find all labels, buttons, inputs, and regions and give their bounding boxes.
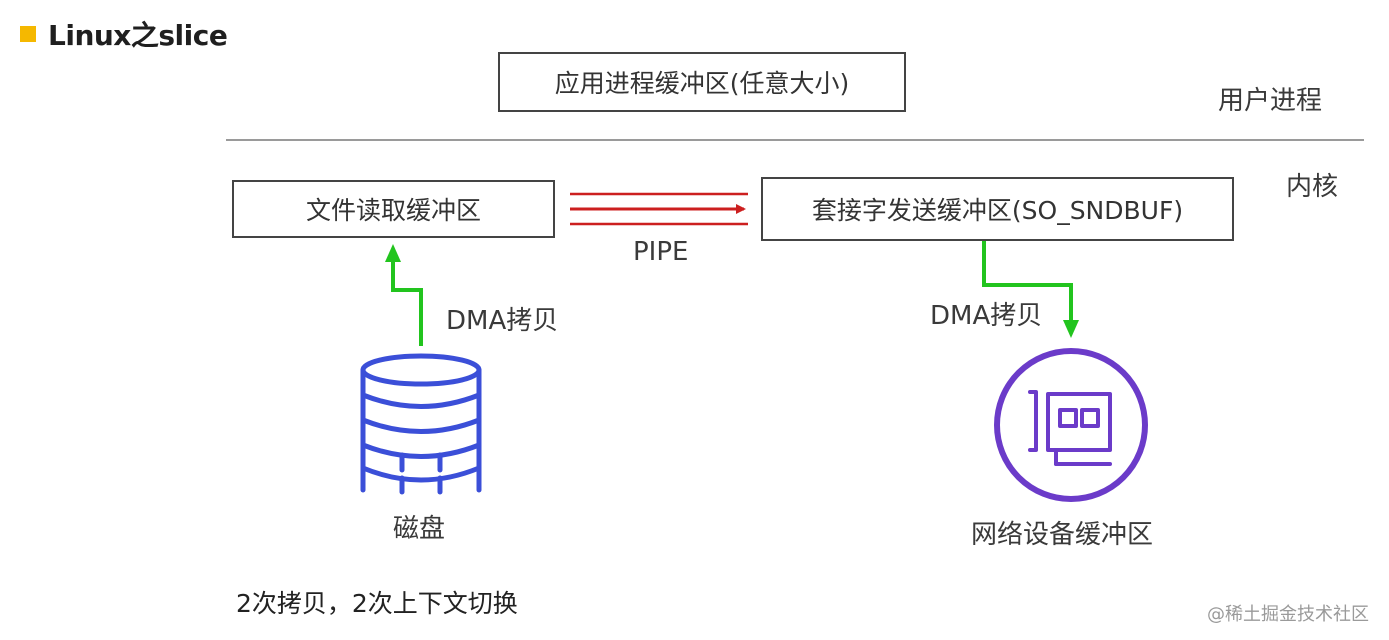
- summary-text: 2次拷贝，2次上下文切换: [236, 589, 518, 618]
- socket-send-buffer-box: 套接字发送缓冲区(SO_SNDBUF): [761, 177, 1234, 241]
- kernel-label: 内核: [1286, 172, 1339, 202]
- network-card-icon: [994, 348, 1148, 502]
- page-title: Linux之slice: [20, 14, 228, 54]
- user-process-label: 用户进程: [1218, 86, 1323, 116]
- watermark: @稀土掘金技术社区: [1207, 604, 1369, 625]
- pipe-label: PIPE: [633, 237, 689, 267]
- nic-buffer-label: 网络设备缓冲区: [971, 520, 1154, 550]
- dma-copy-left-label: DMA拷贝: [446, 306, 559, 336]
- pipe-arrow: [570, 192, 748, 226]
- title-accent-square: [20, 26, 36, 42]
- app-process-buffer-box: 应用进程缓冲区(任意大小): [498, 52, 906, 112]
- dma-arrow-disk-to-buffer: [385, 244, 423, 346]
- file-read-buffer-label: 文件读取缓冲区: [305, 196, 481, 225]
- app-process-buffer-label: 应用进程缓冲区(任意大小): [554, 69, 850, 98]
- database-disk-icon: [360, 353, 482, 495]
- user-kernel-divider: [226, 139, 1364, 141]
- disk-label: 磁盘: [393, 514, 446, 544]
- dma-copy-right-label: DMA拷贝: [930, 301, 1043, 331]
- file-read-buffer-box: 文件读取缓冲区: [232, 180, 555, 238]
- title-text: Linux之slice: [48, 19, 228, 52]
- dma-arrow-buffer-to-nic: [982, 241, 1079, 338]
- socket-send-buffer-label: 套接字发送缓冲区(SO_SNDBUF): [811, 196, 1184, 225]
